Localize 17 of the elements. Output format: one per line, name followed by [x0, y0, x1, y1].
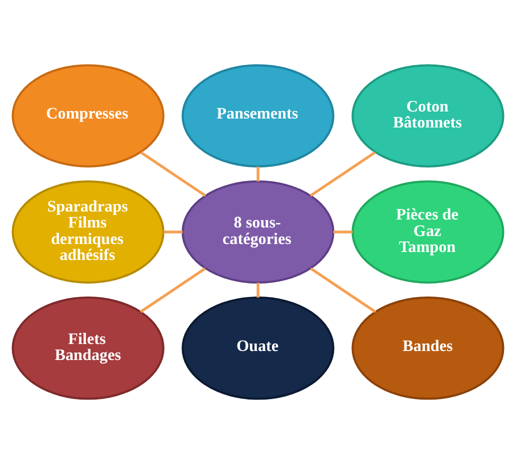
- node-ellipse: 8 sous-catégories: [182, 180, 334, 284]
- connector: [140, 266, 206, 312]
- node-ellipse: Compresses: [12, 64, 164, 167]
- connector: [140, 150, 206, 196]
- node-ellipse: Ouate: [182, 296, 334, 400]
- node-ellipse: Coton Bâtonnets: [352, 64, 504, 167]
- node-ellipse: Pièces de Gaz Tampon: [352, 180, 504, 284]
- connector: [256, 282, 260, 298]
- connector: [333, 230, 353, 233]
- node-ellipse: Filets Bandages: [12, 296, 164, 400]
- connector: [256, 166, 260, 181]
- connector: [310, 150, 376, 196]
- connector: [310, 266, 376, 312]
- node-ellipse: Sparadraps Films dermiques adhésifs: [12, 180, 164, 284]
- node-ellipse: Pansements: [182, 64, 334, 167]
- node-ellipse: Bandes: [352, 296, 504, 400]
- connector: [163, 230, 183, 233]
